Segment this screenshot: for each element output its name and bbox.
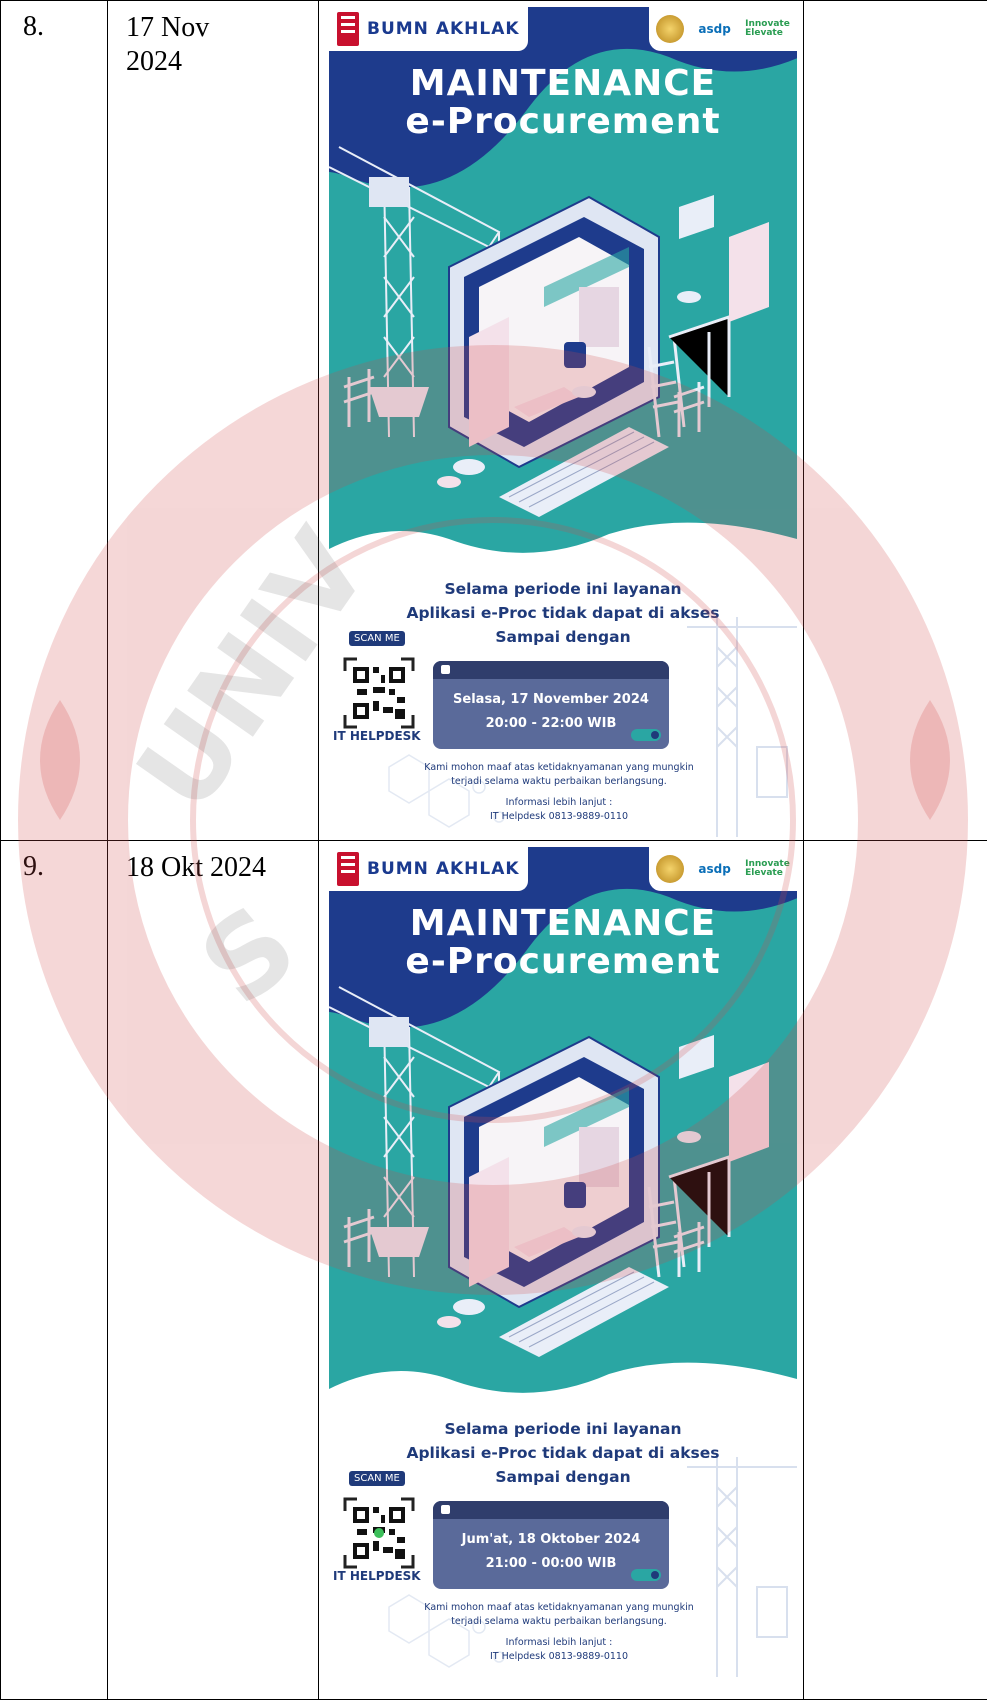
poster-info-section: Selama periode ini layanan Aplikasi e-Pr… <box>329 1417 797 1679</box>
message-line2: Aplikasi e-Proc tidak dapat di akses <box>329 1441 797 1465</box>
contact-info: Informasi lebih lanjut : IT Helpdesk 081… <box>409 1636 709 1664</box>
qr-code-icon <box>343 657 415 729</box>
poster-title: MAINTENANCE e-Procurement <box>329 905 797 981</box>
poster-title-line1: MAINTENANCE <box>329 905 797 943</box>
toggle-icon <box>631 1569 661 1581</box>
row-date-line2: 2024 <box>126 45 318 79</box>
row-date: 17 Nov 2024 <box>108 1 319 841</box>
poster-title: MAINTENANCE e-Procurement <box>329 65 797 141</box>
row-number: 9. <box>1 841 108 1700</box>
certification-badge-icon <box>337 12 359 46</box>
contact-info: Informasi lebih lanjut : IT Helpdesk 081… <box>409 796 709 824</box>
it-helpdesk-label: IT HELPDESK <box>333 729 421 743</box>
poster-title-line2: e-Procurement <box>329 943 797 981</box>
row-date-line1: 18 Okt 2024 <box>126 851 318 885</box>
apology-text: Kami mohon maaf atas ketidaknyamanan yan… <box>409 761 709 789</box>
row-number: 8. <box>1 1 108 841</box>
scan-me-label: SCAN ME <box>349 1471 405 1486</box>
maintenance-date: Selasa, 17 November 2024 <box>433 692 669 707</box>
apology-text: Kami mohon maaf atas ketidaknyamanan yan… <box>409 1601 709 1629</box>
qr-code-icon <box>343 1497 415 1569</box>
schedule-card: Selasa, 17 November 2024 20:00 - 22:00 W… <box>433 661 669 749</box>
bumn-logo: BUMN AKHLAK <box>329 847 528 891</box>
maintenance-date: Jum'at, 18 Oktober 2024 <box>433 1532 669 1547</box>
bumn-akhlak-logo-text: BUMN AKHLAK <box>367 859 520 879</box>
certification-badge-icon <box>337 852 359 886</box>
empty-cell <box>804 1 987 841</box>
isometric-workspace-illustration <box>329 137 797 567</box>
award-medal-icon <box>656 15 684 43</box>
card-header-bar <box>433 661 669 679</box>
bumn-akhlak-logo-text: BUMN AKHLAK <box>367 19 520 39</box>
table-row: 8. 17 Nov 2024 BUMN AKHLAK <box>1 1 987 841</box>
schedule-card: Jum'at, 18 Oktober 2024 21:00 - 00:00 WI… <box>433 1501 669 1589</box>
poster-title-line2: e-Procurement <box>329 103 797 141</box>
poster-title-line1: MAINTENANCE <box>329 65 797 103</box>
scan-me-label: SCAN ME <box>349 631 405 646</box>
it-helpdesk-label: IT HELPDESK <box>333 1569 421 1583</box>
message-line2: Aplikasi e-Proc tidak dapat di akses <box>329 601 797 625</box>
isometric-workspace-illustration <box>329 977 797 1407</box>
asdp-logo: asdp <box>698 862 730 876</box>
asdp-logo: asdp <box>698 22 730 36</box>
empty-cell <box>804 841 987 1700</box>
message-line1: Selama periode ini layanan <box>329 1417 797 1441</box>
message-line1: Selama periode ini layanan <box>329 577 797 601</box>
wave-divider <box>329 509 797 577</box>
award-medal-icon <box>656 855 684 883</box>
table-row: 9. 18 Okt 2024 BUMN AKHLAK <box>1 841 987 1700</box>
bumn-logo: BUMN AKHLAK <box>329 7 528 51</box>
row-date-line1: 17 Nov <box>126 11 318 45</box>
row-date: 18 Okt 2024 <box>108 841 319 1700</box>
wave-divider <box>329 1349 797 1417</box>
toggle-icon <box>631 729 661 741</box>
poster-info-section: Selama periode ini layanan Aplikasi e-Pr… <box>329 577 797 839</box>
card-header-bar <box>433 1501 669 1519</box>
